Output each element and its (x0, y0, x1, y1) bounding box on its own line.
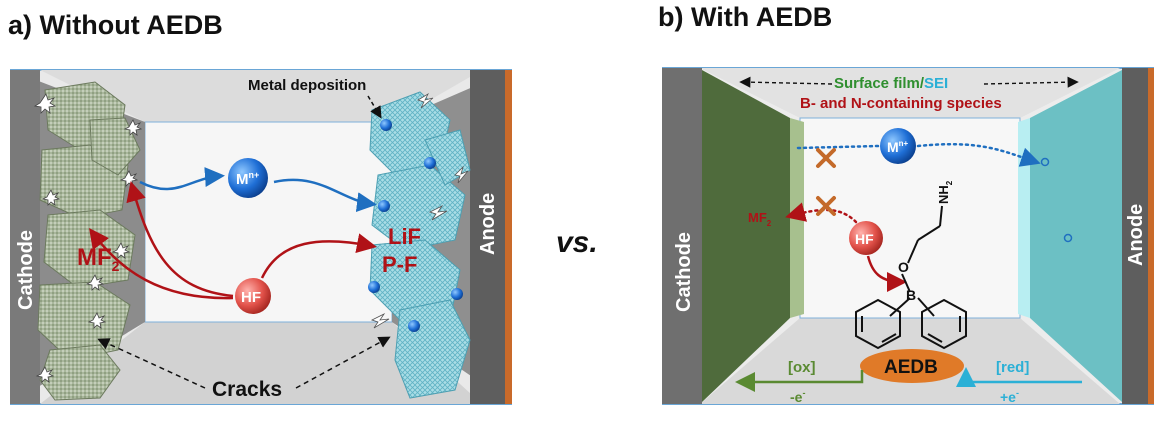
arrow-hf-attack-2 (89, 227, 234, 300)
metal-deposit-balls-a (368, 119, 463, 332)
red-label: [red] (996, 359, 1029, 376)
cathode-label-b: Cathode (673, 232, 695, 312)
pf-label: P-F (382, 252, 417, 277)
crack-sparks-a (33, 93, 143, 383)
metal-deposition-label: Metal deposition (248, 77, 366, 94)
mf2-label-b: MF2 (748, 210, 772, 228)
vs-label: vs. (556, 226, 598, 259)
anode-ion-1 (1040, 157, 1050, 167)
anode-wall-b (1030, 70, 1122, 402)
oxygen-atom: O (898, 259, 909, 275)
arrow-mn-deposit-a (273, 178, 377, 213)
arrow-hf-anode-a (260, 233, 377, 279)
panel-a-title: a) Without AEDB (8, 10, 223, 40)
mn-ion-b (880, 128, 916, 164)
mn-ion-label-b: Mn+ (887, 139, 909, 155)
mn-ion-label-a: Mn+ (236, 170, 259, 188)
hf-label-a: HF (241, 289, 261, 306)
anode-label-b: Anode (1125, 204, 1147, 266)
arrow-mn-dissolve-a (139, 167, 225, 191)
panel-b-title: b) With AEDB (658, 2, 832, 32)
block-cross-mn (816, 148, 836, 168)
arrow-hf-attack-1 (126, 181, 234, 298)
ox-label: [ox] (788, 359, 816, 376)
anode-film-b (1018, 118, 1030, 318)
lightning-icons-a (370, 92, 469, 329)
surface-film-label: Surface film/SEI (834, 75, 948, 92)
anode-deposits-a (369, 91, 471, 399)
nh2-group: NH2 (936, 180, 954, 204)
panel-b: b) With AEDB Cathode Anode Surface film/… (658, 2, 1154, 405)
hf-ion-a (235, 278, 271, 314)
hf-label-b: HF (855, 231, 874, 247)
anode-ion-2 (1063, 233, 1073, 243)
cracks-label: Cracks (212, 378, 282, 401)
aedb-label: AEDB (884, 357, 938, 378)
anode-label-a: Anode (477, 193, 499, 255)
aedb-badge (860, 349, 964, 383)
aedb-molecule (855, 205, 967, 350)
cathode-wall-b (702, 70, 790, 402)
panel-a: a) Without AEDB (8, 10, 512, 405)
cathode-label-a: Cathode (15, 230, 37, 310)
species-label: B- and N-containing species (800, 95, 1002, 112)
hf-ion-b (849, 221, 883, 255)
block-cross-hf (816, 196, 836, 216)
e-plus-label: +e- (1000, 388, 1019, 405)
mn-ion-a (228, 158, 268, 198)
e-minus-label: -e- (790, 388, 805, 405)
lif-label: LiF (388, 224, 421, 249)
boron-atom: B (906, 287, 916, 303)
